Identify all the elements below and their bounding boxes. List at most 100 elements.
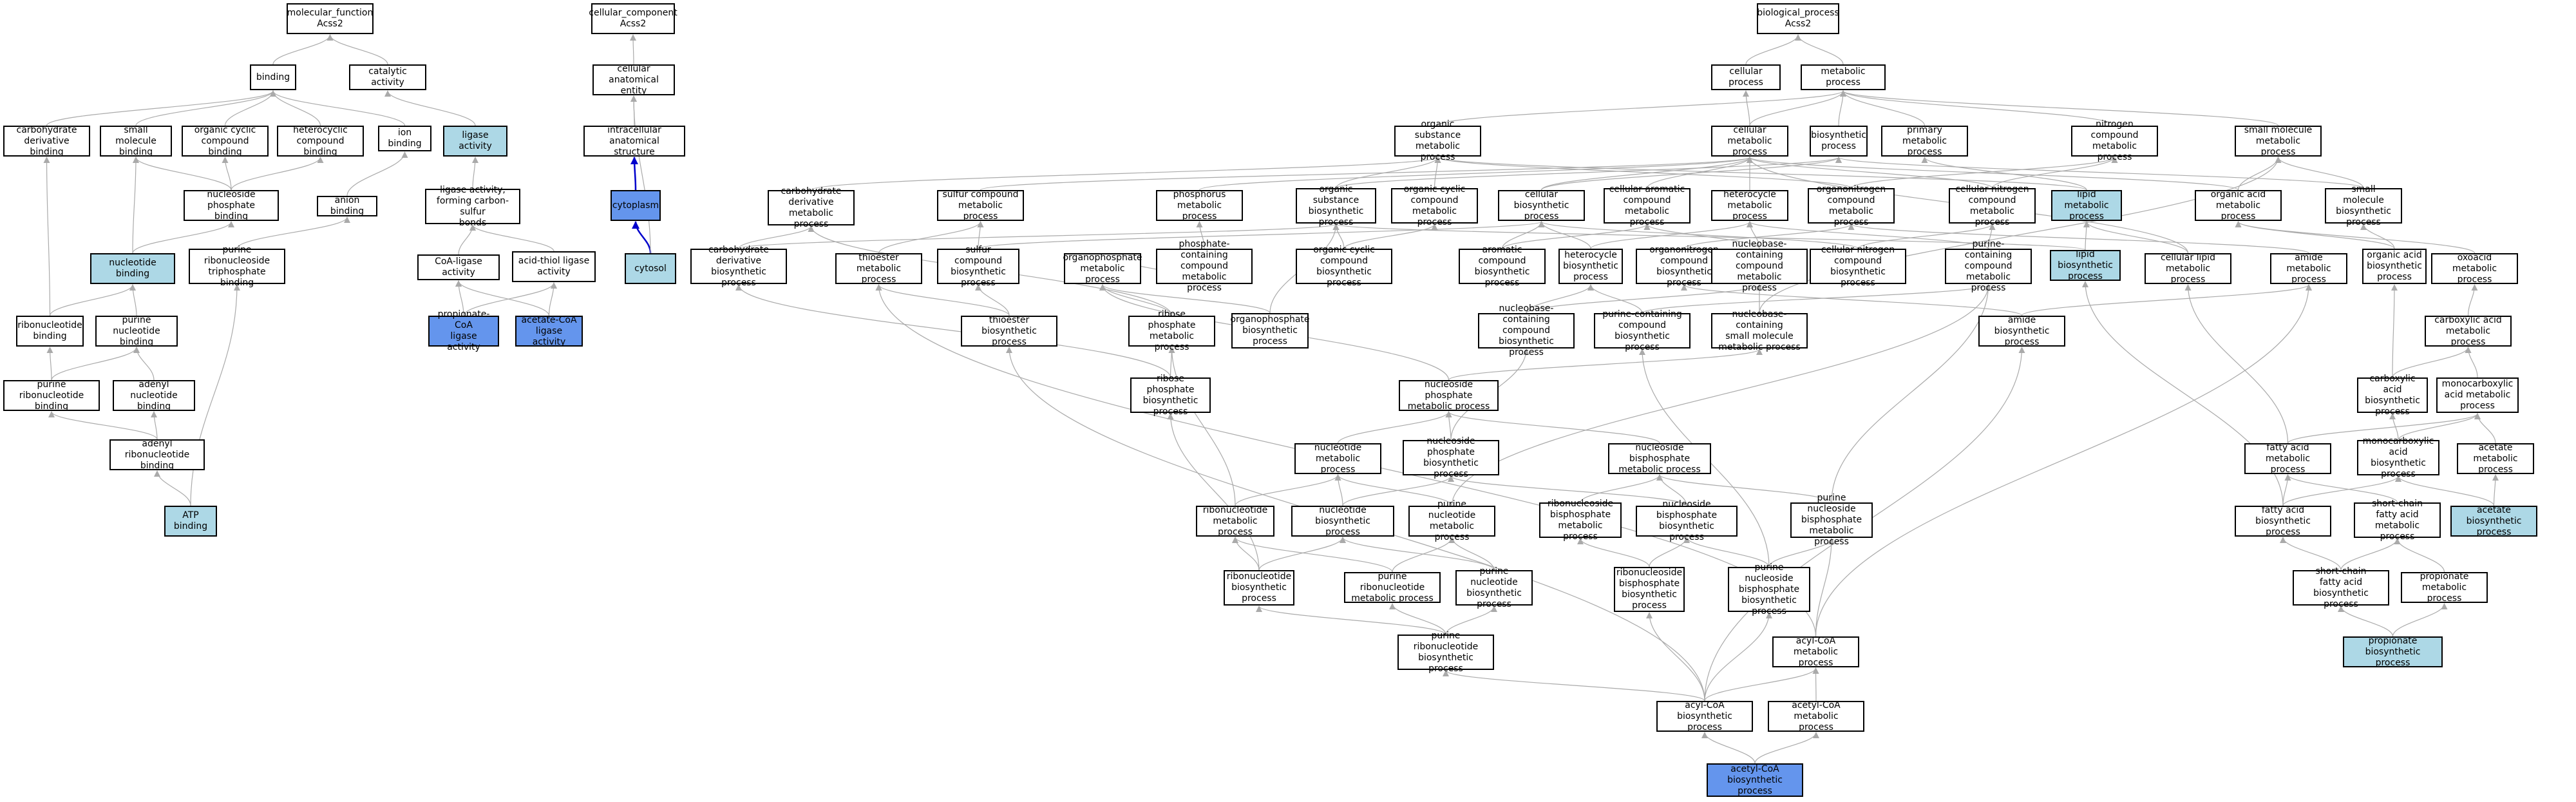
edge-clmp-to-lipmp — [2083, 221, 2189, 254]
edge-oamp-to-smmp — [2237, 157, 2282, 191]
node-acebp: acetate biosynthetic process — [2450, 505, 2537, 537]
node-occbp: organic cyclic compound biosynthetic pro… — [1296, 245, 1392, 288]
node-clmp: cellular lipid metabolic process — [2145, 253, 2231, 285]
node-acetylcoamp: acetyl-CoA metabolic process — [1768, 700, 1864, 732]
edge-mcamp-to-caamp — [2465, 347, 2478, 378]
edge-nbpmp-to-npmp — [1445, 411, 1660, 444]
edge-cdmp-to-osmp — [810, 157, 1441, 191]
edge-biosyn-to-metproc — [1838, 90, 1846, 126]
edge-nbccmp-to-cacmp — [1643, 224, 1760, 249]
edge-opbp-to-opmp — [1099, 284, 1271, 314]
node-ionbind: ion binding — [378, 126, 431, 151]
edge-purrnbp-to-purnbp — [1445, 606, 1497, 635]
edge-acetylcoamp-to-acylcoamp — [1812, 667, 1819, 702]
edge-pnbpmp-to-nbpmp — [1656, 474, 1832, 503]
edge-oxoamp-to-oamp — [2235, 221, 2476, 254]
node-cae: cellular anatomical entity — [592, 64, 675, 96]
edge-cae-to-cc — [630, 34, 637, 65]
node-binding: binding — [250, 64, 296, 90]
edge-binding-to-mf — [272, 34, 334, 65]
edge-smbind-to-binding — [135, 90, 276, 126]
edge-smbp-to-biosyn — [1835, 157, 2364, 189]
node-adenb: adenyl nucleotide binding — [113, 379, 195, 412]
node-nbcsmmp: nucleobase-containing small molecule met… — [1711, 309, 1808, 352]
node-propmp: propionate metabolic process — [2401, 571, 2488, 604]
node-cellproc: cellular process — [1711, 64, 1781, 90]
node-anionbind: anion binding — [317, 195, 377, 216]
edge-smmp-to-metproc — [1840, 90, 2279, 126]
edge-purrnbp-to-rnbp — [1256, 606, 1446, 635]
edge-lfcs-to-ligase — [471, 157, 478, 189]
node-tebp: thioester biosynthetic process — [961, 315, 1057, 347]
edge-cncmp-to-cmp — [1747, 157, 1993, 189]
edge-catalytic-to-mf — [327, 34, 388, 65]
edge-acecoa-to-atl — [548, 282, 557, 316]
node-scmp: sulfur compound metabolic process — [937, 189, 1024, 222]
node-lipmp: lipid metabolic process — [2051, 189, 2122, 222]
node-nucbp: nucleotide biosynthetic process — [1291, 505, 1394, 537]
edge-acylcoamp-to-amidemp — [1815, 284, 2312, 637]
node-rnmp: ribonucleotide metabolic process — [1196, 505, 1274, 537]
node-coal: CoA-ligase activity — [417, 254, 500, 280]
edge-acebp-to-acemp — [2492, 474, 2499, 506]
node-pnbpmp: purine nucleoside bisphosphate metabolic… — [1790, 493, 1873, 547]
edge-rnbpbp-to-rnbpmp — [1577, 538, 1650, 568]
edge-cbp-to-biosyn — [1540, 157, 1842, 191]
edge-fabp-to-famp — [2282, 474, 2291, 506]
node-cncmp: cellular nitrogen compound metabolic pro… — [1949, 184, 2036, 227]
node-rnbp: ribonucleotide biosynthetic process — [1224, 570, 1294, 606]
edge-ncmp-to-metproc — [1840, 90, 2116, 126]
edge-scbp-to-cbp — [978, 221, 1545, 249]
edge-cdbp-to-osbp — [738, 224, 1339, 249]
edge-mcabp-to-cabp — [2389, 413, 2399, 441]
edge-cncbp-to-cbp — [1538, 221, 1859, 249]
edge-nbccbp-to-nbccmp — [1526, 284, 1763, 314]
edge-carbbind-to-binding — [46, 90, 276, 126]
edge-cncmp-to-ncmp — [1991, 157, 2118, 189]
edge-purrnbp-to-purrnmp — [1389, 603, 1446, 635]
node-acemp: acetate metabolic process — [2457, 443, 2534, 475]
edge-purrnb-to-ribonb — [46, 347, 53, 381]
node-nucbind: nucleotide binding — [90, 253, 175, 284]
edge-scfabp-to-fabp — [2280, 537, 2342, 571]
node-ligase: ligase activity — [443, 126, 507, 157]
edge-adenb-to-purnb — [133, 347, 155, 381]
node-fabp: fatty acid biosynthetic process — [2235, 505, 2331, 537]
node-carbbind: carbohydrate derivative binding — [3, 125, 90, 157]
edge-acetylcoabp-to-acetylcoamp — [1754, 732, 1819, 764]
node-acecoa: acetate-CoA ligase activity — [515, 315, 583, 347]
node-oamp: organic acid metabolic process — [2195, 189, 2282, 222]
edge-adenrb-to-purrnb — [48, 411, 158, 440]
edge-famp-to-clmp — [2184, 284, 2289, 444]
edge-acylcoabp-to-acylcoamp — [1704, 667, 1819, 702]
edge-npb-to-smbind — [133, 157, 232, 191]
edge-nucmp-to-npmp — [1337, 411, 1452, 444]
node-acylcoabp: acyl-CoA biosynthetic process — [1656, 700, 1753, 732]
node-cncbp: cellular nitrogen compound biosynthetic … — [1810, 245, 1906, 288]
node-hcb: heterocyclic compound binding — [277, 125, 364, 157]
edge-propmp-to-scfamp — [2394, 538, 2445, 573]
edge-temp-to-scmp — [878, 221, 984, 254]
edge-npmp-to-nbcsmmp — [1448, 348, 1763, 381]
node-lipbp: lipid biosynthetic process — [2050, 249, 2121, 282]
node-biosyn: biosynthetic process — [1810, 126, 1868, 157]
edge-pccbp-to-hbp — [1587, 284, 1643, 314]
edge-cabp-to-oabp — [2391, 284, 2398, 378]
node-npbp: nucleoside phosphate biosynthetic proces… — [1403, 436, 1499, 479]
node-pcmp: purine-containing compound metabolic pro… — [1945, 239, 2032, 293]
edge-ribonb-to-carbbind — [43, 157, 51, 316]
edge-nbcsmmp-to-smmp — [1759, 157, 2282, 314]
node-catalytic: catalytic activity — [349, 64, 426, 90]
node-propbp: propionate biosynthetic process — [2343, 636, 2443, 668]
node-mcamp: monocarboxylic acid metabolic process — [2436, 377, 2519, 413]
edge-oncmp-to-ncmp — [1850, 157, 2118, 189]
edge-purrnb-to-purnb — [51, 347, 140, 381]
edge-ligase-to-catalytic — [384, 90, 476, 126]
edge-nucbp-to-nucmp — [1334, 474, 1343, 506]
edge-pcmp-to-cncmp — [1987, 224, 1996, 249]
node-oabp: organic acid biosynthetic process — [2362, 249, 2427, 284]
edge-pccbp-to-pcmp — [1642, 284, 1992, 314]
edge-osmp-to-metproc — [1437, 90, 1846, 126]
edge-fabp-to-mcabp — [2282, 475, 2401, 506]
